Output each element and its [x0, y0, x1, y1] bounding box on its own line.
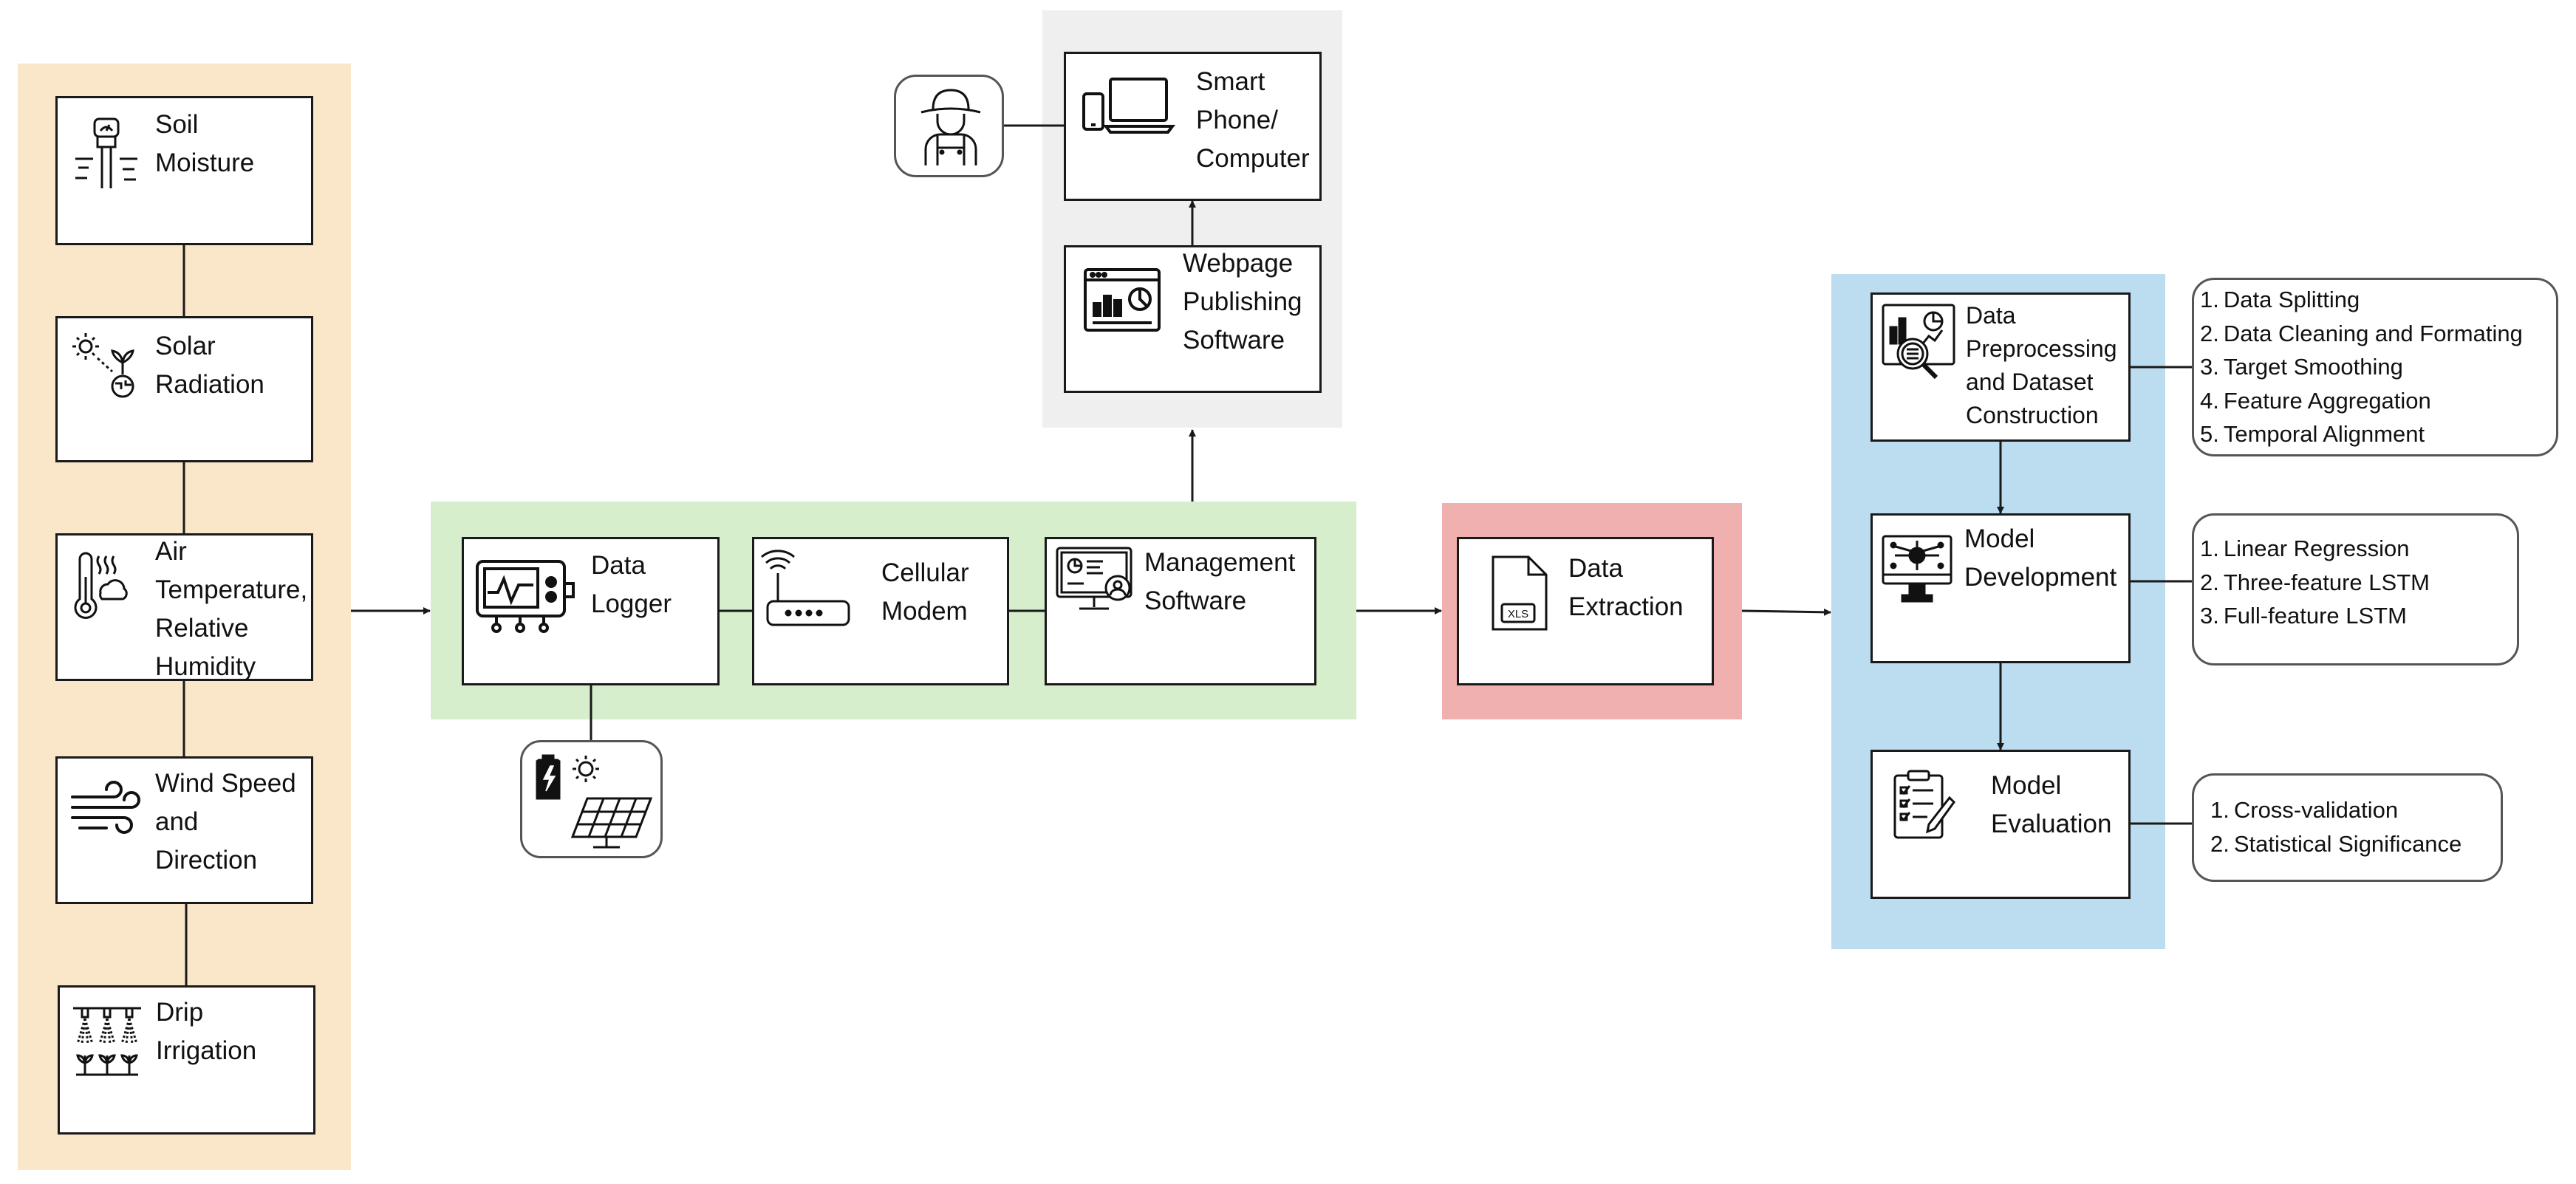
router-icon [761, 550, 850, 626]
model-steps-box: 1.Linear Regression 2.Three-feature LSTM… [2192, 513, 2519, 665]
model-development-box: Model Development [1870, 513, 2131, 663]
list-item: 4.Feature Aggregation [2200, 387, 2431, 414]
data-analysis-icon [1882, 304, 1955, 380]
extraction-to-pipeline-arrow [1741, 608, 1831, 616]
list-item: 2.Three-feature LSTM [2200, 569, 2430, 595]
list-item: 3.Full-feature LSTM [2200, 603, 2407, 629]
list-item: 2.Statistical Significance [2210, 830, 2462, 857]
webpage-publishing-label: Webpage Publishing Software [1183, 249, 1302, 355]
list-item: 1.Linear Regression [2200, 535, 2410, 561]
xls-file-icon: XLS [1492, 555, 1548, 631]
web-analytics-icon [1084, 268, 1161, 332]
data-extraction-box: XLS Data Extraction [1457, 537, 1714, 685]
monitor-dashboard-icon [1056, 547, 1132, 610]
smart-phone-computer-box: Smart Phone/ Computer [1064, 52, 1322, 201]
thermometer-icon [74, 552, 128, 619]
data-logger-box: Data Logger [462, 537, 720, 685]
sensor-box-drip-irrigation: Drip Irrigation [58, 985, 315, 1135]
sensor-box-air-temperature: Air Temperature, Relative Humidity [55, 533, 313, 681]
battery-solar-panel-icon [536, 754, 653, 849]
drip-irrigation-icon [73, 1007, 141, 1076]
data-logger-label: Data Logger [591, 551, 672, 618]
list-item: 3.Target Smoothing [2200, 354, 2403, 380]
soil-moisture-sensor-icon [75, 117, 137, 188]
list-item: 2.Data Cleaning and Formating [2200, 320, 2523, 346]
sensor-label: Wind Speed and Direction [155, 769, 296, 875]
sensor-label: Air Temperature, Relative Humidity [155, 537, 308, 681]
phone-laptop-icon [1082, 78, 1175, 134]
management-software-label: Management Software [1144, 548, 1296, 615]
sensor-label: Drip Irrigation [156, 998, 257, 1065]
model-development-label: Model Development [1964, 524, 2117, 592]
data-extraction-label: Data Extraction [1568, 554, 1684, 621]
sensor-box-wind: Wind Speed and Direction [55, 756, 313, 904]
list-item: 5.Temporal Alignment [2200, 421, 2425, 447]
data-preprocessing-label: Data Preprocessing and Dataset Construct… [1966, 302, 2117, 428]
farmer-user-box [894, 75, 1004, 177]
sensor-box-soil-moisture: Soil Moisture [55, 96, 313, 245]
solar-radiation-icon [72, 333, 134, 398]
model-computer-icon [1882, 535, 1953, 603]
power-supply-box [520, 740, 663, 858]
data-logger-icon [476, 560, 575, 633]
cellular-modem-box: Cellular Modem [752, 537, 1009, 685]
model-steps-list: 1.Linear Regression 2.Three-feature LSTM… [2200, 532, 2430, 633]
cellular-modem-label: Cellular Modem [881, 558, 969, 626]
sensor-box-solar-radiation: Solar Radiation [55, 316, 313, 462]
sensor-label: Solar Radiation [155, 332, 264, 399]
list-item: 1.Data Splitting [2200, 287, 2360, 312]
xls-tag: XLS [1508, 608, 1528, 620]
checklist-clipboard-icon [1893, 770, 1955, 839]
farmer-icon [920, 89, 981, 165]
wind-icon [71, 781, 140, 834]
model-evaluation-label: Model Evaluation [1991, 771, 2112, 838]
smart-phone-computer-label: Smart Phone/ Computer [1196, 67, 1310, 173]
webpage-publishing-box: Webpage Publishing Software [1064, 245, 1322, 393]
list-item: 1.Cross-validation [2210, 797, 2399, 823]
management-software-box: Management Software [1045, 537, 1316, 685]
preprocessing-steps-list: 1.Data Splitting 2.Data Cleaning and For… [2200, 283, 2523, 451]
model-evaluation-box: Model Evaluation [1870, 750, 2131, 899]
evaluation-steps-box: 1.Cross-validation 2.Statistical Signifi… [2192, 773, 2503, 882]
sensor-label: Soil Moisture [155, 110, 255, 177]
preprocessing-steps-box: 1.Data Splitting 2.Data Cleaning and For… [2192, 278, 2558, 456]
data-preprocessing-box: Data Preprocessing and Dataset Construct… [1870, 292, 2131, 442]
evaluation-steps-list: 1.Cross-validation 2.Statistical Signifi… [2210, 793, 2461, 860]
